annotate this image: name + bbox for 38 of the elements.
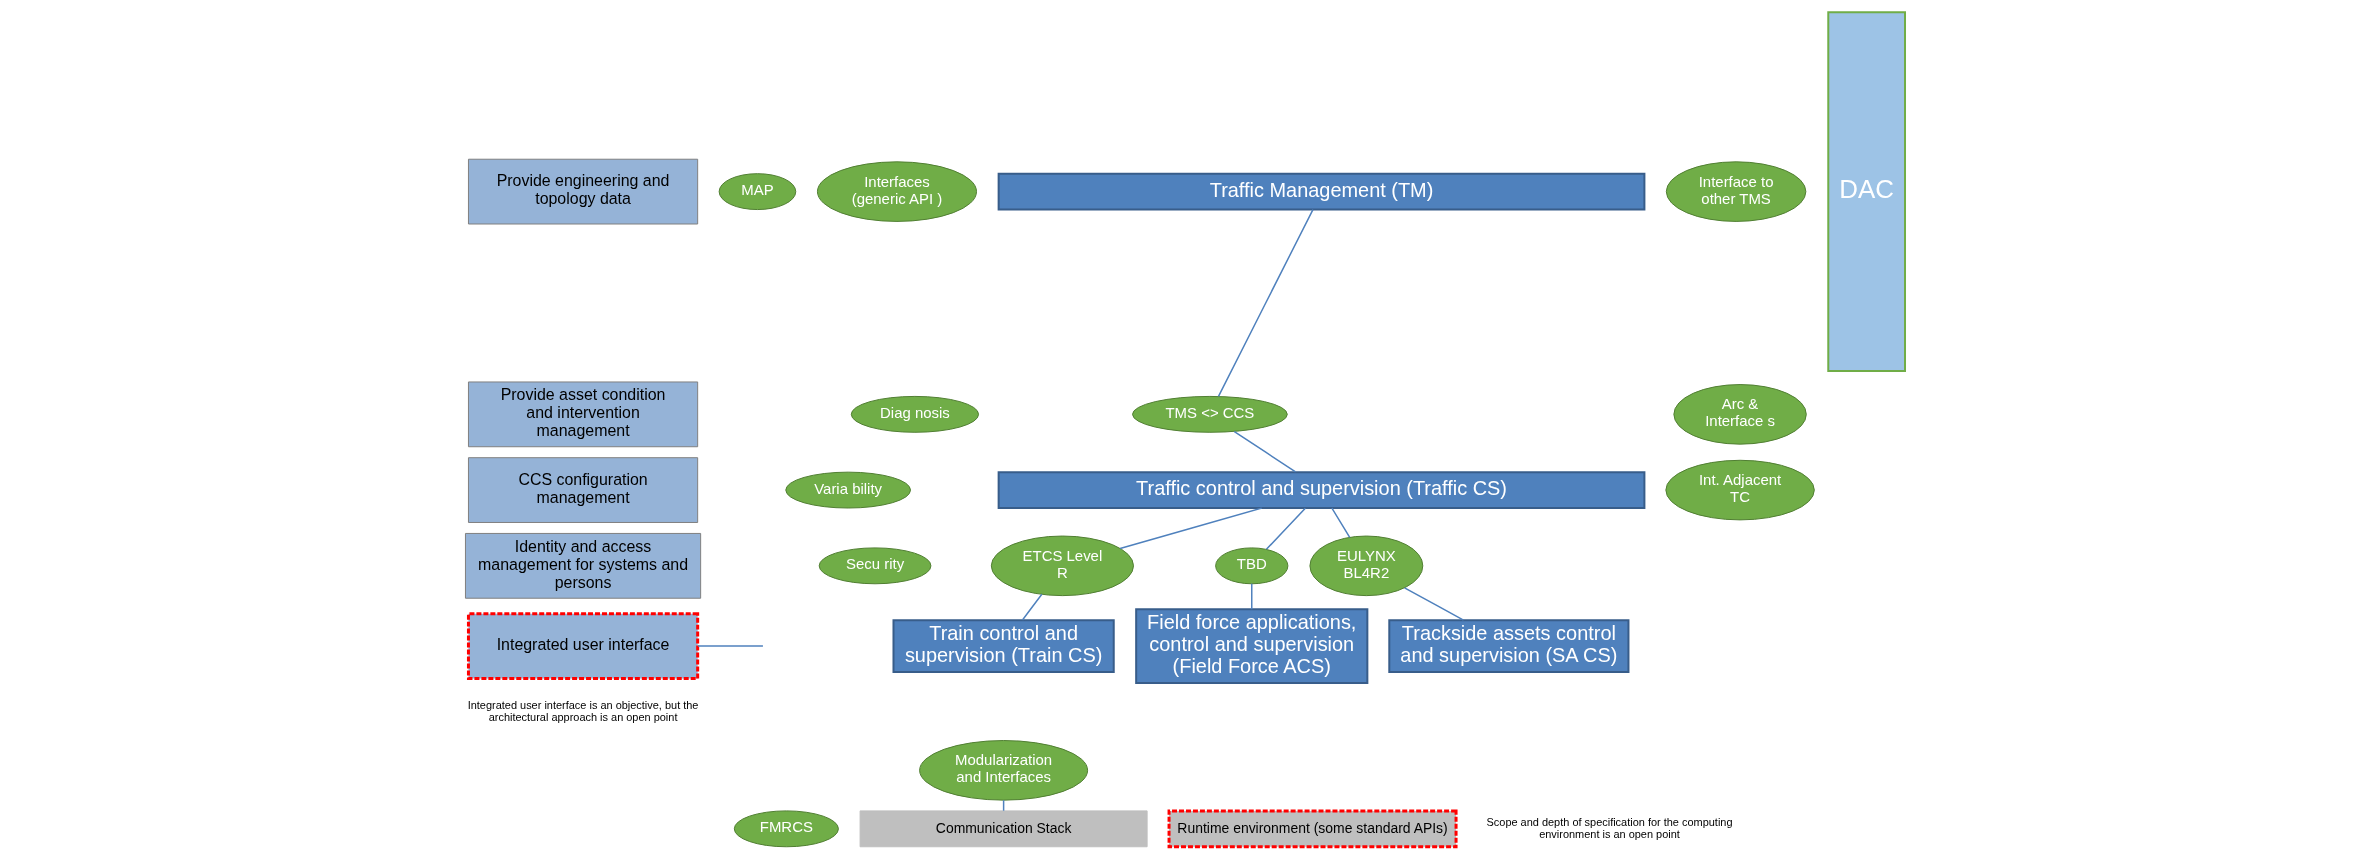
connector (1265, 507, 1307, 551)
node-box: Traffic control and supervision (Traffic CS) (997, 471, 1646, 510)
connector (1021, 593, 1043, 621)
node-ellipse: Interfaces (generic API ) (816, 161, 977, 222)
connector (1217, 208, 1314, 398)
node-box: Communication Stack (859, 810, 1148, 848)
node-box: Provide engineering and topology data (467, 158, 699, 225)
node-ellipse: TMS <> CCS (1132, 395, 1288, 433)
node-ellipse: EULYNX BL4R2 (1309, 535, 1424, 597)
connector (697, 645, 764, 647)
connector (1331, 507, 1351, 539)
node-box: Runtime environment (some standard APIs) (1167, 809, 1458, 849)
node-ellipse: Arc & Interface s (1673, 384, 1807, 445)
node-label: Scope and depth of specification for the computing environment is an open point (1486, 815, 1733, 840)
node-ellipse: TBD (1215, 547, 1289, 585)
node-label: Integrated user interface is an objective, but the architectural approach is an open point (467, 698, 699, 723)
node-box: Train control and supervision (Train CS) (892, 619, 1115, 673)
node-ellipse: Secu rity (818, 547, 932, 585)
node-ellipse: Varia bility (785, 471, 911, 509)
node-box: Provide asset condition and intervention management (467, 381, 699, 448)
connector (1233, 430, 1297, 473)
node-box: Traffic Management (TM) (997, 172, 1646, 211)
node-box: DAC (1827, 11, 1906, 372)
node-box: CCS configuration management (467, 457, 699, 523)
node-ellipse: Int. Adjacent TC (1665, 459, 1815, 521)
connector (1251, 583, 1253, 610)
node-box: Integrated user interface (466, 612, 700, 680)
node-box: Identity and access management for systems and persons (464, 532, 702, 599)
connector (1403, 587, 1465, 621)
node-ellipse: FMRCS (733, 810, 839, 848)
node-ellipse: MAP (718, 173, 797, 211)
node-box: Field force applications, control and supervision (Field Force ACS) (1135, 608, 1369, 684)
node-ellipse: ETCS Level R (990, 535, 1134, 597)
node-ellipse: Diag nosis (850, 395, 980, 433)
connector (1119, 507, 1263, 550)
node-ellipse: Modularization and Interfaces (919, 740, 1089, 801)
node-ellipse: Interface to other TMS (1665, 161, 1807, 222)
node-box: Trackside assets control and supervision (SA CS) (1388, 619, 1630, 673)
